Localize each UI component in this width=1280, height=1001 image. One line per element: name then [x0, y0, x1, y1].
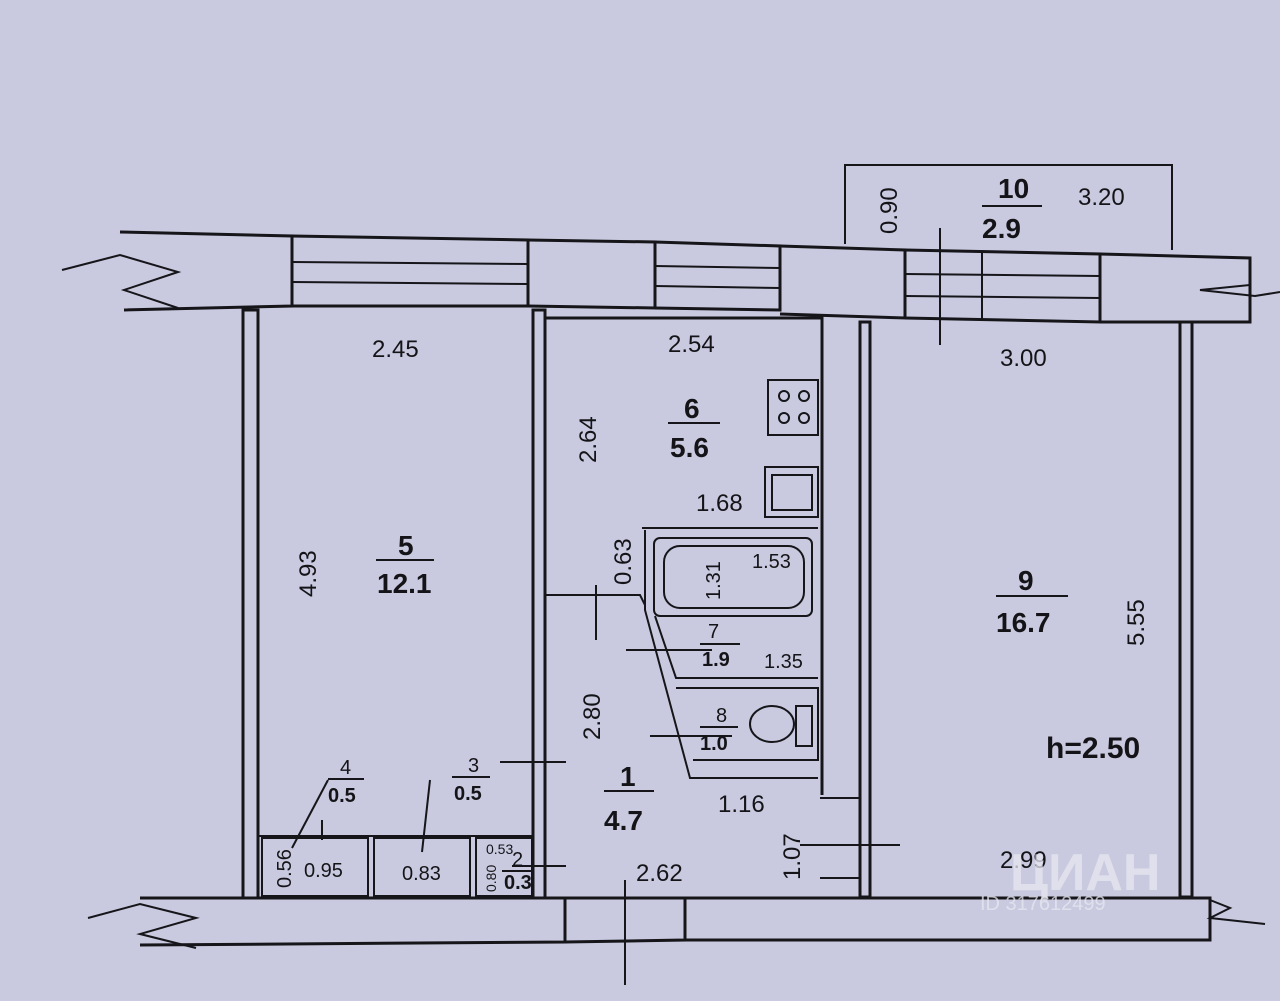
room-number: 3 [468, 755, 479, 777]
dimension-label: 4.93 [295, 550, 322, 597]
toilet-icon [749, 705, 795, 743]
balcony-outline [844, 164, 1173, 250]
room-number: 6 [684, 393, 700, 424]
dimension-label: 0.90 [876, 187, 903, 234]
kitchen-sink-icon [764, 466, 819, 518]
dimension-label: 2.62 [636, 860, 683, 887]
dimension-label: 1.53 [752, 551, 791, 573]
stove-burner-icon [778, 412, 790, 424]
dimension-label: 2.99 [1000, 847, 1047, 874]
dimension-label: 1.07 [779, 833, 806, 880]
watermark-brand: ЦИАН [1010, 844, 1160, 902]
room-area: 16.7 [996, 607, 1051, 638]
room-number: 10 [998, 173, 1029, 204]
room-area: 0.5 [328, 785, 356, 807]
dimension-label: 0.80 [483, 865, 499, 892]
hall-walls [820, 797, 860, 879]
room-number: 2 [512, 849, 523, 871]
watermark: ЦИАН ID 317612499 [980, 844, 1160, 915]
room-area: 0.3 [504, 872, 532, 894]
kitchen-sink-basin-icon [771, 474, 813, 511]
top-exterior-wall [61, 228, 1280, 345]
dimension-label: 0.83 [402, 863, 441, 885]
bathroom-walls [644, 530, 819, 779]
dimension-label: 1.35 [764, 651, 803, 673]
stove-icon [767, 379, 819, 436]
dimension-label: 2.54 [668, 331, 715, 358]
dimension-label: 5.55 [1123, 599, 1150, 646]
room-area: 5.6 [670, 432, 709, 463]
room-area: 1.9 [702, 649, 730, 671]
bottom-exterior-wall [87, 880, 1266, 985]
dimension-label: 0.63 [610, 538, 637, 585]
room-number: 1 [620, 761, 636, 792]
stove-burner-icon [798, 390, 810, 402]
room-area: 0.5 [454, 783, 482, 805]
room-number: 9 [1018, 565, 1034, 596]
room-area: 12.1 [377, 568, 432, 599]
ceiling-height: h=2.50 [1046, 732, 1140, 765]
dimension-label: 0.56 [274, 849, 296, 888]
room-5-walls [241, 308, 547, 900]
dimension-label: 2.80 [579, 693, 606, 740]
dimension-label: 1.68 [696, 490, 743, 517]
dimension-label: 3.20 [1078, 184, 1125, 211]
room-number: 4 [340, 757, 351, 779]
dimension-lines [291, 585, 900, 867]
room-area: 2.9 [982, 213, 1021, 244]
bathtub-icon [653, 537, 813, 617]
room-number: 7 [708, 621, 719, 643]
stove-burner-icon [798, 412, 810, 424]
room-area: 4.7 [604, 805, 643, 836]
dimension-label: 1.31 [703, 561, 725, 600]
room-number: 8 [716, 705, 727, 727]
bathtub-inner-icon [663, 545, 805, 609]
stove-burner-icon [778, 390, 790, 402]
dimension-label: 1.16 [718, 791, 765, 818]
room-area: 1.0 [700, 733, 728, 755]
dimension-label: 0.53 [486, 841, 513, 857]
watermark-id: ID 317612499 [980, 893, 1106, 915]
dimension-label: 0.95 [304, 860, 343, 882]
room-number: 5 [398, 530, 414, 561]
dimension-label: 2.45 [372, 336, 419, 363]
dimension-label: 3.00 [1000, 345, 1047, 372]
dimension-label: 2.64 [575, 416, 602, 463]
toilet-tank-icon [795, 705, 813, 747]
